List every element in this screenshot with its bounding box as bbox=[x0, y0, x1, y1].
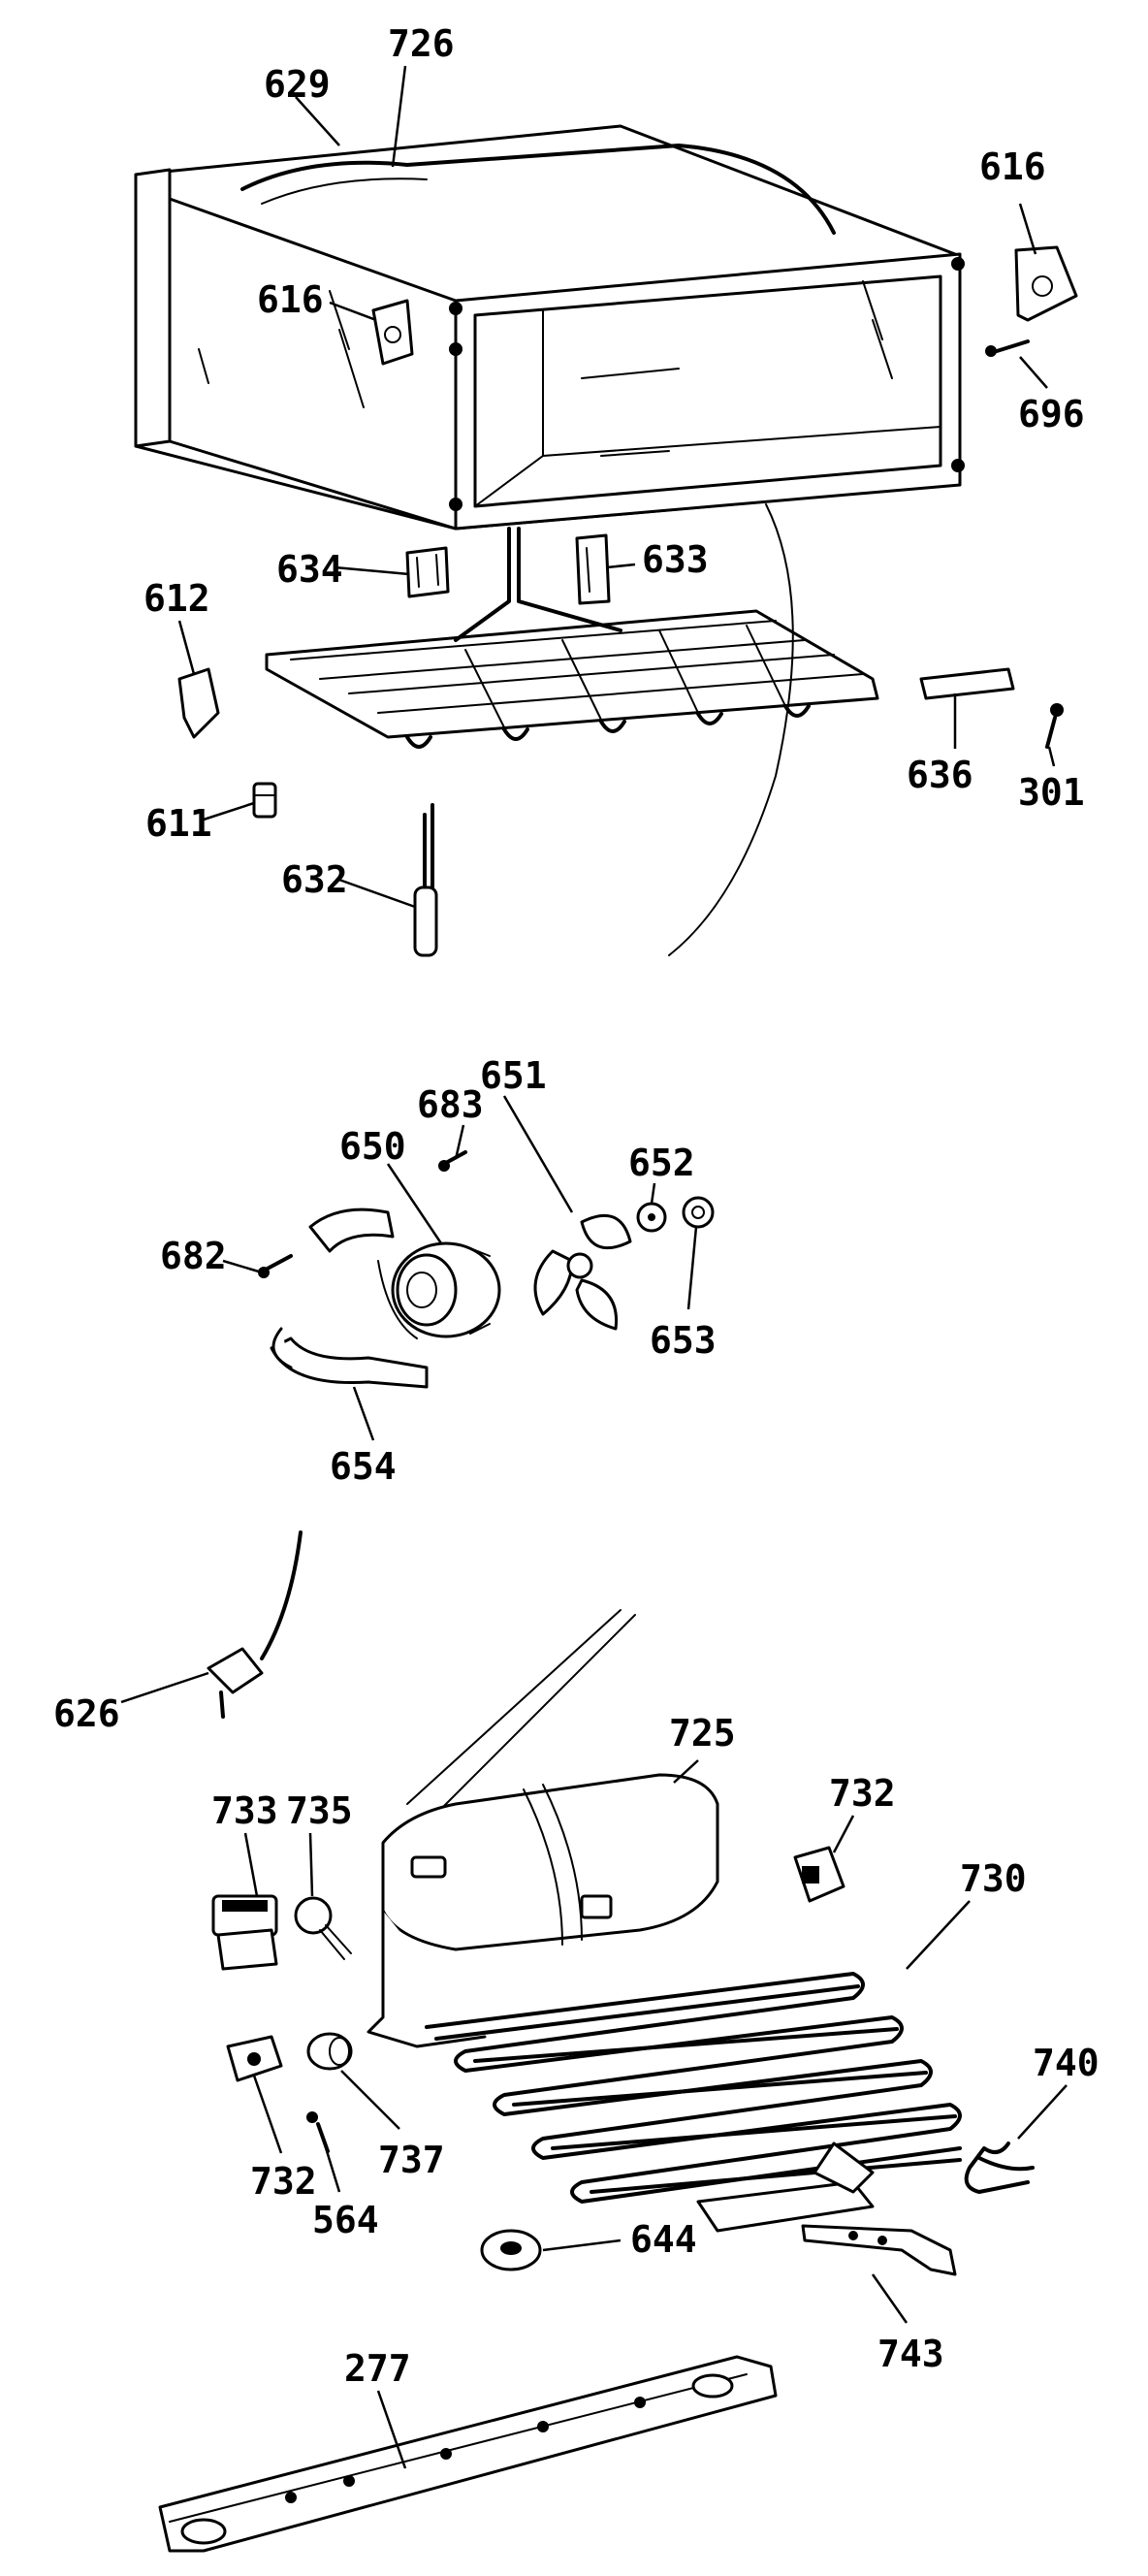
compressor-725 bbox=[367, 1773, 719, 2048]
label-726: 726 bbox=[388, 22, 455, 65]
screw-301 bbox=[1045, 703, 1064, 749]
label-301: 301 bbox=[1018, 771, 1085, 814]
rail-277 bbox=[158, 2355, 778, 2553]
bracket-612 bbox=[177, 667, 220, 739]
grommet-644 bbox=[480, 2229, 542, 2271]
label-632: 632 bbox=[281, 858, 348, 901]
leader-lines bbox=[120, 65, 1068, 2469]
label-682: 682 bbox=[160, 1235, 227, 1277]
label-733: 733 bbox=[211, 1789, 278, 1832]
label-732-upper: 732 bbox=[829, 1772, 896, 1815]
bracket-634 bbox=[405, 546, 450, 598]
label-277: 277 bbox=[344, 2347, 411, 2390]
bracket-732-lower bbox=[226, 2035, 283, 2082]
label-743: 743 bbox=[877, 2333, 944, 2375]
label-616-right: 616 bbox=[979, 145, 1046, 188]
label-650: 650 bbox=[339, 1125, 406, 1168]
refrigerant-line bbox=[406, 1609, 622, 1805]
label-612: 612 bbox=[144, 577, 210, 620]
screw-696 bbox=[985, 339, 1030, 357]
bracket-616-right bbox=[1014, 245, 1078, 322]
label-725: 725 bbox=[669, 1712, 736, 1755]
bracket-743 bbox=[801, 2224, 957, 2276]
label-564: 564 bbox=[312, 2199, 379, 2241]
label-629: 629 bbox=[264, 63, 331, 106]
label-651: 651 bbox=[480, 1054, 547, 1097]
label-732-lower: 732 bbox=[250, 2160, 317, 2203]
label-634: 634 bbox=[276, 548, 343, 591]
bracket-732-upper bbox=[793, 1846, 845, 1903]
label-735: 735 bbox=[286, 1789, 353, 1832]
evaporator-shelf bbox=[265, 503, 879, 956]
power-cord-626 bbox=[207, 1530, 303, 1719]
label-636: 636 bbox=[907, 754, 973, 796]
grommet-611 bbox=[252, 782, 277, 819]
fan-motor-assembly bbox=[258, 1150, 715, 1389]
label-652: 652 bbox=[628, 1142, 695, 1184]
bracket-633 bbox=[575, 533, 611, 605]
label-653: 653 bbox=[650, 1319, 717, 1362]
label-730: 730 bbox=[960, 1857, 1027, 1900]
label-633: 633 bbox=[642, 538, 709, 581]
drip-bar-636 bbox=[919, 667, 1015, 700]
label-611: 611 bbox=[145, 802, 212, 845]
label-616-left: 616 bbox=[257, 278, 324, 321]
evaporator-housing bbox=[134, 124, 965, 531]
label-654: 654 bbox=[330, 1445, 397, 1488]
label-644: 644 bbox=[630, 2218, 697, 2261]
label-683: 683 bbox=[417, 1083, 484, 1126]
grommet-737 bbox=[306, 2032, 353, 2071]
sensor-632 bbox=[413, 803, 438, 957]
label-696: 696 bbox=[1018, 393, 1085, 435]
part-labels: 726 629 616 616 696 634 633 612 611 632 … bbox=[53, 22, 1100, 2390]
clip-740 bbox=[964, 2141, 1035, 2194]
overload-735 bbox=[294, 1896, 352, 1960]
label-626: 626 bbox=[53, 1692, 120, 1735]
condenser-730 bbox=[425, 1972, 962, 2233]
label-740: 740 bbox=[1033, 2042, 1100, 2084]
relay-733 bbox=[211, 1894, 278, 1971]
label-737: 737 bbox=[378, 2139, 445, 2181]
